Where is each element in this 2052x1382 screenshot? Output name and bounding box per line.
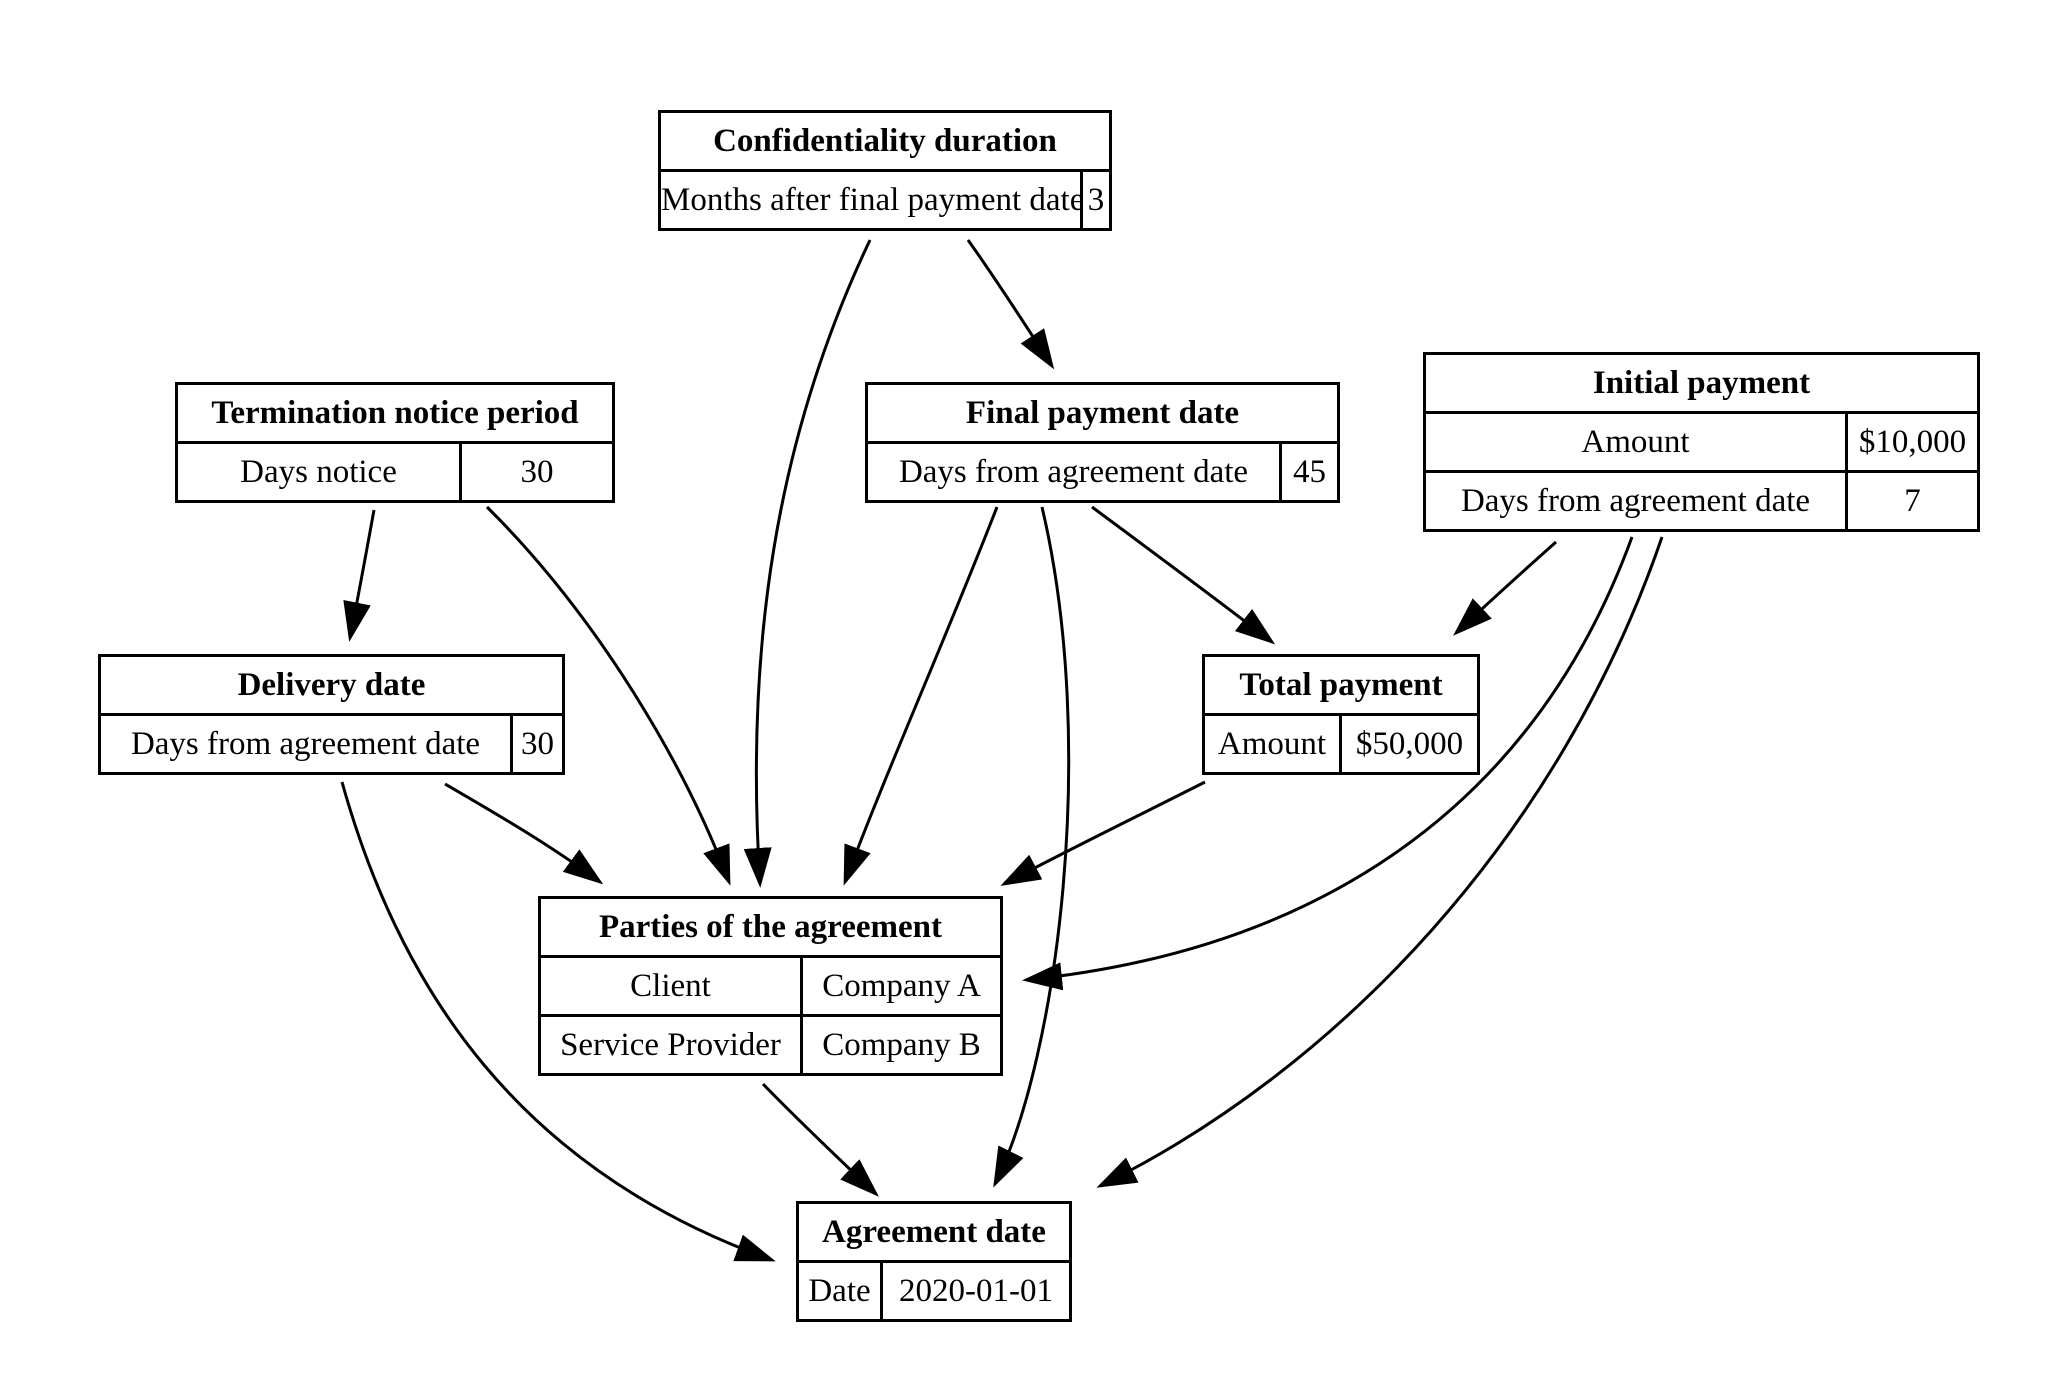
edge-final-payment-to-parties bbox=[843, 506, 999, 886]
cell-label: Amount bbox=[1217, 726, 1327, 762]
node-total-payment: Total payment Amount $50,000 bbox=[1202, 654, 1480, 775]
node-agreement-date: Agreement date Date 2020-01-01 bbox=[796, 1201, 1072, 1322]
table-row: Amount $10,000 bbox=[1426, 414, 1977, 470]
edge-confidentiality-to-final-payment bbox=[966, 239, 1055, 370]
cell-label: Amount bbox=[1581, 424, 1690, 460]
table-row: Service Provider Company B bbox=[541, 1014, 1000, 1073]
cell-value: 7 bbox=[1845, 473, 1977, 529]
cell-value: 30 bbox=[510, 716, 562, 772]
table-row: Days notice 30 bbox=[178, 444, 612, 500]
node-title: Final payment date bbox=[868, 385, 1337, 444]
cell-value: 30 bbox=[459, 444, 612, 500]
node-title: Initial payment bbox=[1426, 355, 1977, 414]
table-row: Days from agreement date 7 bbox=[1426, 470, 1977, 529]
cell-label: Months after final payment date bbox=[661, 182, 1080, 218]
cell-label: Days notice bbox=[240, 454, 397, 490]
edge-delivery-to-agreement-date bbox=[340, 781, 776, 1262]
cell-value: 45 bbox=[1279, 444, 1337, 500]
cell-label: Days from agreement date bbox=[1460, 483, 1811, 519]
node-title: Agreement date bbox=[799, 1204, 1069, 1263]
cell-label: Client bbox=[630, 968, 711, 1004]
cell-value: $10,000 bbox=[1845, 414, 1977, 470]
table-row: Date 2020-01-01 bbox=[799, 1263, 1069, 1319]
edge-confidentiality-to-parties bbox=[743, 239, 872, 888]
node-confidentiality-duration: Confidentiality duration Months after fi… bbox=[658, 110, 1112, 231]
cell-value: Company B bbox=[800, 1017, 1000, 1073]
node-delivery-date: Delivery date Days from agreement date 3… bbox=[98, 654, 565, 775]
cell-value: 2020-01-01 bbox=[880, 1263, 1069, 1319]
node-final-payment-date: Final payment date Days from agreement d… bbox=[865, 382, 1340, 503]
table-row: Days from agreement date 30 bbox=[101, 716, 562, 772]
node-title: Confidentiality duration bbox=[661, 113, 1109, 172]
edge-delivery-to-parties bbox=[444, 782, 604, 885]
cell-label: Service Provider bbox=[560, 1027, 781, 1063]
edge-total-payment-to-parties bbox=[1000, 780, 1206, 886]
edge-initial-payment-to-agreement-date bbox=[1096, 536, 1664, 1188]
cell-label: Date bbox=[808, 1273, 871, 1309]
edge-final-payment-to-agreement-date bbox=[993, 506, 1071, 1188]
edge-final-payment-to-total-payment bbox=[1091, 505, 1276, 645]
table-row: Client Company A bbox=[541, 958, 1000, 1014]
edge-parties-to-agreement-date bbox=[761, 1082, 879, 1197]
node-title: Total payment bbox=[1205, 657, 1477, 716]
edge-termination-to-parties bbox=[485, 505, 731, 886]
cell-label: Days from agreement date bbox=[130, 726, 481, 762]
cell-label: Days from agreement date bbox=[898, 454, 1249, 490]
node-parties-of-the-agreement: Parties of the agreement Client Company … bbox=[538, 896, 1003, 1076]
node-title: Delivery date bbox=[101, 657, 562, 716]
node-title: Termination notice period bbox=[178, 385, 612, 444]
cell-value: $50,000 bbox=[1339, 716, 1477, 772]
node-initial-payment: Initial payment Amount $10,000 Days from… bbox=[1423, 352, 1980, 532]
table-row: Amount $50,000 bbox=[1205, 716, 1477, 772]
cell-value: 3 bbox=[1080, 172, 1109, 228]
table-row: Days from agreement date 45 bbox=[868, 444, 1337, 500]
edge-termination-to-delivery bbox=[343, 509, 376, 642]
cell-value: Company A bbox=[800, 958, 1000, 1014]
edge-initial-payment-to-parties bbox=[1022, 536, 1634, 991]
node-title: Parties of the agreement bbox=[541, 899, 1000, 958]
table-row: Months after final payment date 3 bbox=[661, 172, 1109, 228]
edge-initial-payment-to-total-payment bbox=[1453, 540, 1557, 636]
node-termination-notice-period: Termination notice period Days notice 30 bbox=[175, 382, 615, 503]
